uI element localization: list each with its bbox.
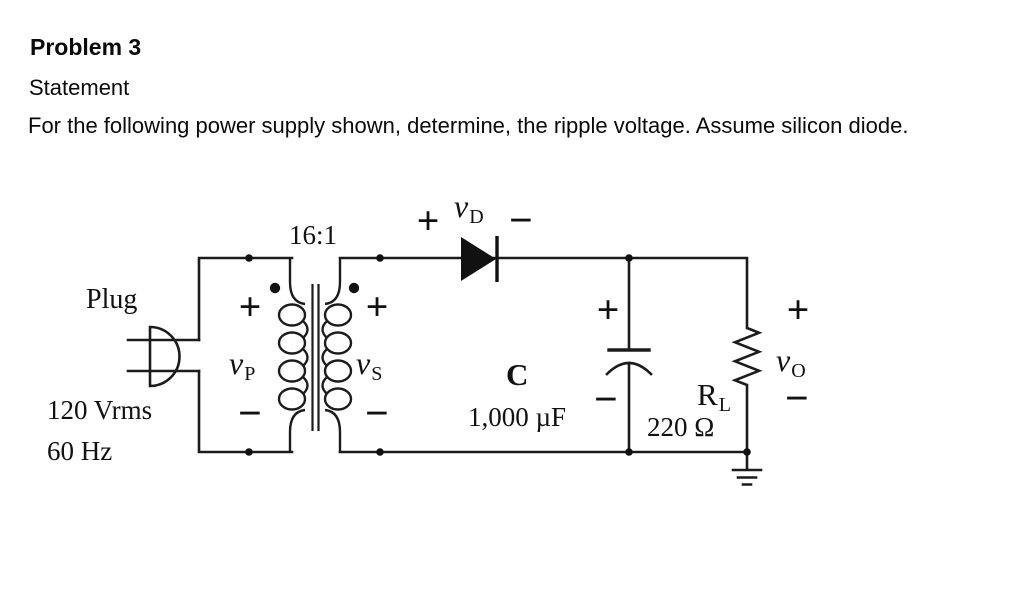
secondary-top-hook xyxy=(324,258,342,306)
capacitor-plus-sign: + xyxy=(596,287,620,332)
secondary-plus-sign: + xyxy=(365,284,389,329)
primary-bottom-hook xyxy=(288,408,306,452)
load-value-label: 220 Ω xyxy=(647,412,715,442)
diode-triangle xyxy=(461,237,496,281)
statement-label: Statement xyxy=(29,75,130,100)
resistor-icon xyxy=(731,326,763,387)
plug-label: Plug xyxy=(86,284,138,315)
secondary-voltage-label: vS xyxy=(356,345,383,385)
problem-statement: For the following power supply shown, de… xyxy=(28,113,909,138)
output-minus-sign: − xyxy=(785,376,809,422)
secondary-top-wire xyxy=(338,256,749,330)
plug-prongs xyxy=(126,338,201,373)
capacitor-name-label: C xyxy=(506,357,529,392)
plug-body xyxy=(148,325,181,388)
problem-title: Problem 3 xyxy=(30,34,142,60)
diode-icon xyxy=(461,236,499,282)
source-voltage-label: 120 Vrms xyxy=(47,395,153,425)
primary-loop-wire xyxy=(197,256,294,454)
primary-top-hook xyxy=(288,258,306,306)
diode-minus-sign: − xyxy=(509,198,533,244)
primary-plus-sign: + xyxy=(238,284,262,329)
output-voltage-label: vO xyxy=(776,342,806,382)
secondary-bottom-hook xyxy=(324,408,342,452)
secondary-minus-sign: − xyxy=(365,391,389,437)
turns-ratio-label: 16:1 xyxy=(289,220,338,250)
output-plus-sign: + xyxy=(786,287,810,332)
ground-icon xyxy=(731,450,763,486)
primary-phasing-dot xyxy=(269,282,281,294)
capacitor-icon xyxy=(605,256,653,454)
transformer-icon xyxy=(269,258,360,452)
diode-plus-sign: + xyxy=(416,198,440,243)
transformer-core xyxy=(311,284,320,431)
plug-icon xyxy=(126,325,201,388)
source-frequency-label: 60 Hz xyxy=(47,436,113,466)
diode-voltage-label: vD xyxy=(454,188,484,228)
primary-minus-sign: − xyxy=(238,391,262,437)
primary-voltage-label: vP xyxy=(229,345,256,385)
capacitor-value-label: 1,000 µF xyxy=(468,402,567,432)
junction-dots xyxy=(245,254,751,456)
secondary-phasing-dot xyxy=(348,282,360,294)
capacitor-minus-sign: − xyxy=(594,377,618,423)
load-name-label: RL xyxy=(697,377,731,416)
